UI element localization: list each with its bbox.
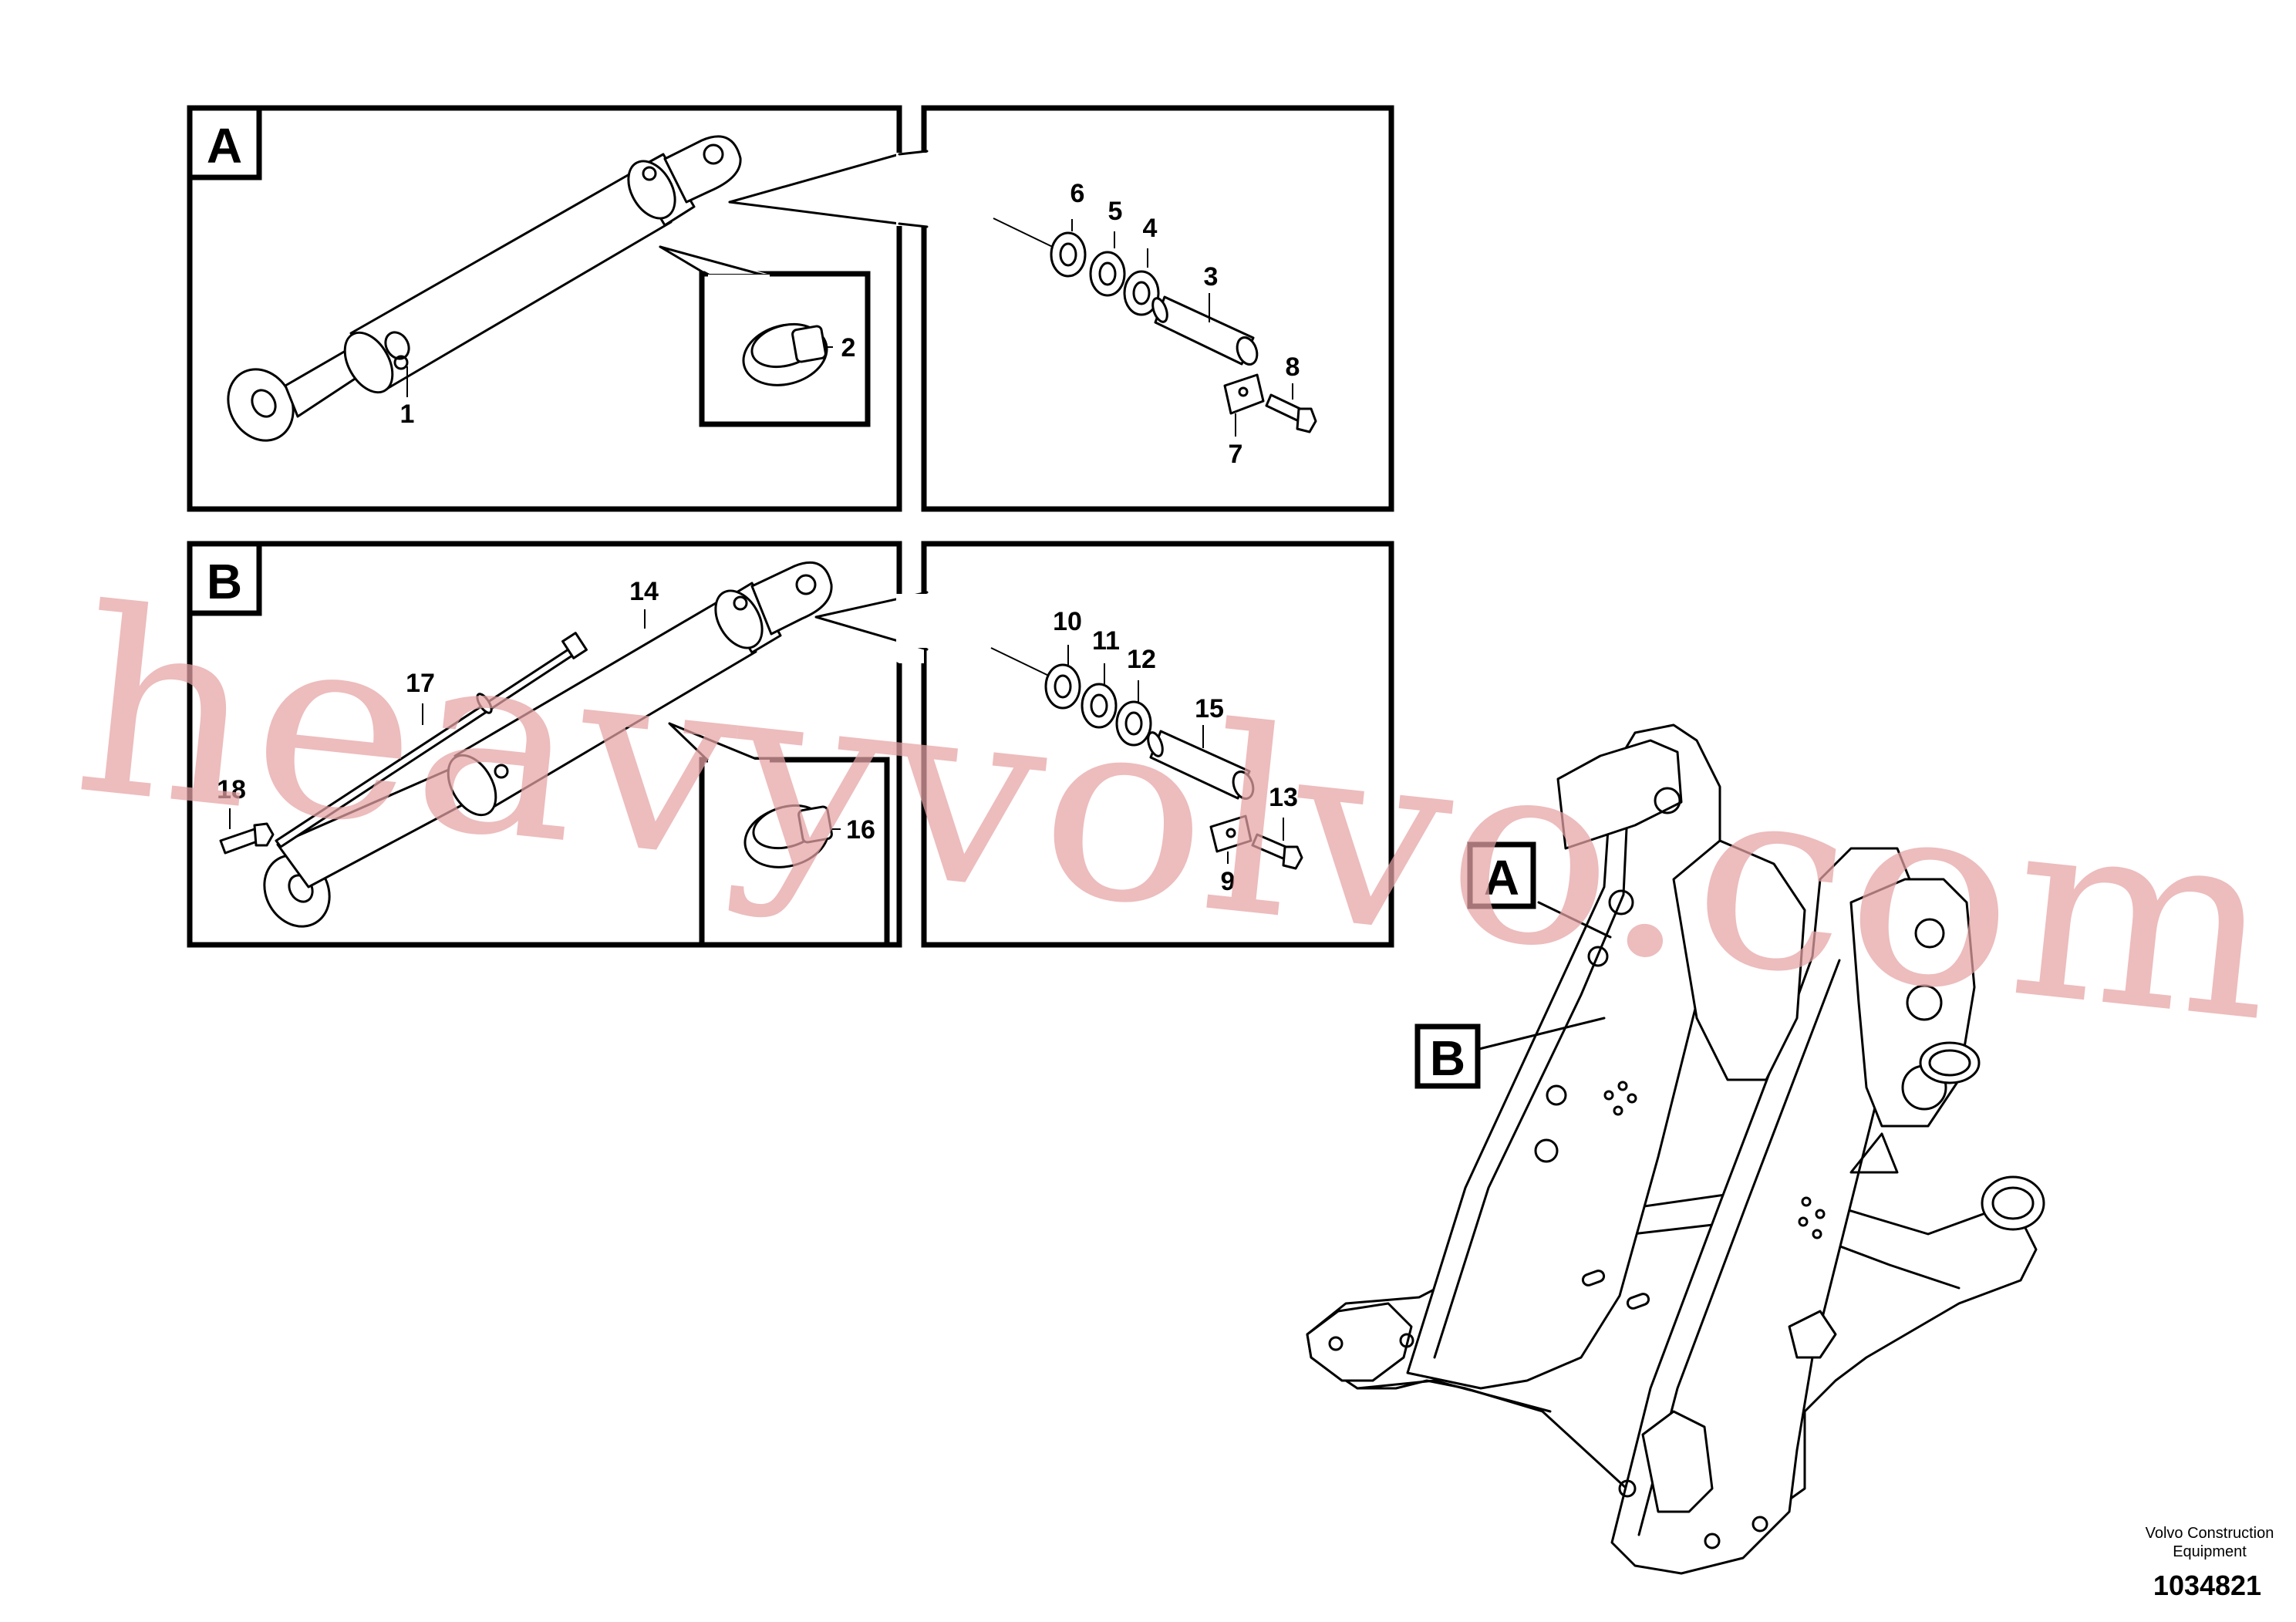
callout-10: 10 [1053, 607, 1082, 636]
pin-assembly-b [990, 647, 1303, 870]
callout-6: 6 [1070, 179, 1085, 208]
footer-brand-line2: Equipment [2173, 1543, 2247, 1560]
callout-12: 12 [1127, 645, 1156, 674]
callout-17: 17 [406, 669, 435, 698]
machine-frame [1306, 723, 2045, 1575]
callout-5: 5 [1108, 197, 1123, 226]
frame-tag-b: B [1414, 1017, 1606, 1089]
callout-11: 11 [1092, 626, 1120, 656]
bolt-18 [219, 822, 275, 855]
panel-b: B 14 17 [187, 541, 1394, 948]
footer-brand-line1: Volvo Construction [2146, 1525, 2274, 1542]
cylinder-1 [227, 135, 742, 442]
callout-13: 13 [1269, 783, 1298, 812]
drawing-number: 1034821 [2153, 1570, 2261, 1601]
callout-8: 8 [1286, 352, 1300, 382]
frame-tag-a-letter: A [1484, 850, 1519, 905]
callout-14: 14 [629, 577, 659, 606]
clamp-detail-a [659, 245, 871, 427]
callout-16: 16 [846, 815, 875, 845]
frame-tag-a: A [1467, 841, 1612, 939]
clamp-detail-b [668, 722, 890, 948]
panel-a: A 1 [187, 105, 1394, 512]
panel-a-tag: A [187, 105, 262, 180]
cylinder-14 [263, 561, 833, 928]
callout-4: 4 [1143, 214, 1158, 243]
rod-17 [275, 632, 588, 848]
panel-b-letter: B [207, 554, 242, 609]
frame-tag-b-letter: B [1430, 1030, 1465, 1086]
callout-7: 7 [1229, 440, 1243, 469]
panel-b-tag: B [187, 541, 262, 616]
pin-assembly-a [993, 218, 1317, 433]
callout-2: 2 [841, 333, 856, 363]
callout-15: 15 [1195, 694, 1224, 723]
callout-9: 9 [1221, 867, 1236, 896]
callout-18: 18 [217, 775, 246, 804]
callout-1: 1 [400, 400, 415, 429]
callout-3: 3 [1204, 262, 1219, 292]
panel-a-letter: A [207, 118, 242, 174]
